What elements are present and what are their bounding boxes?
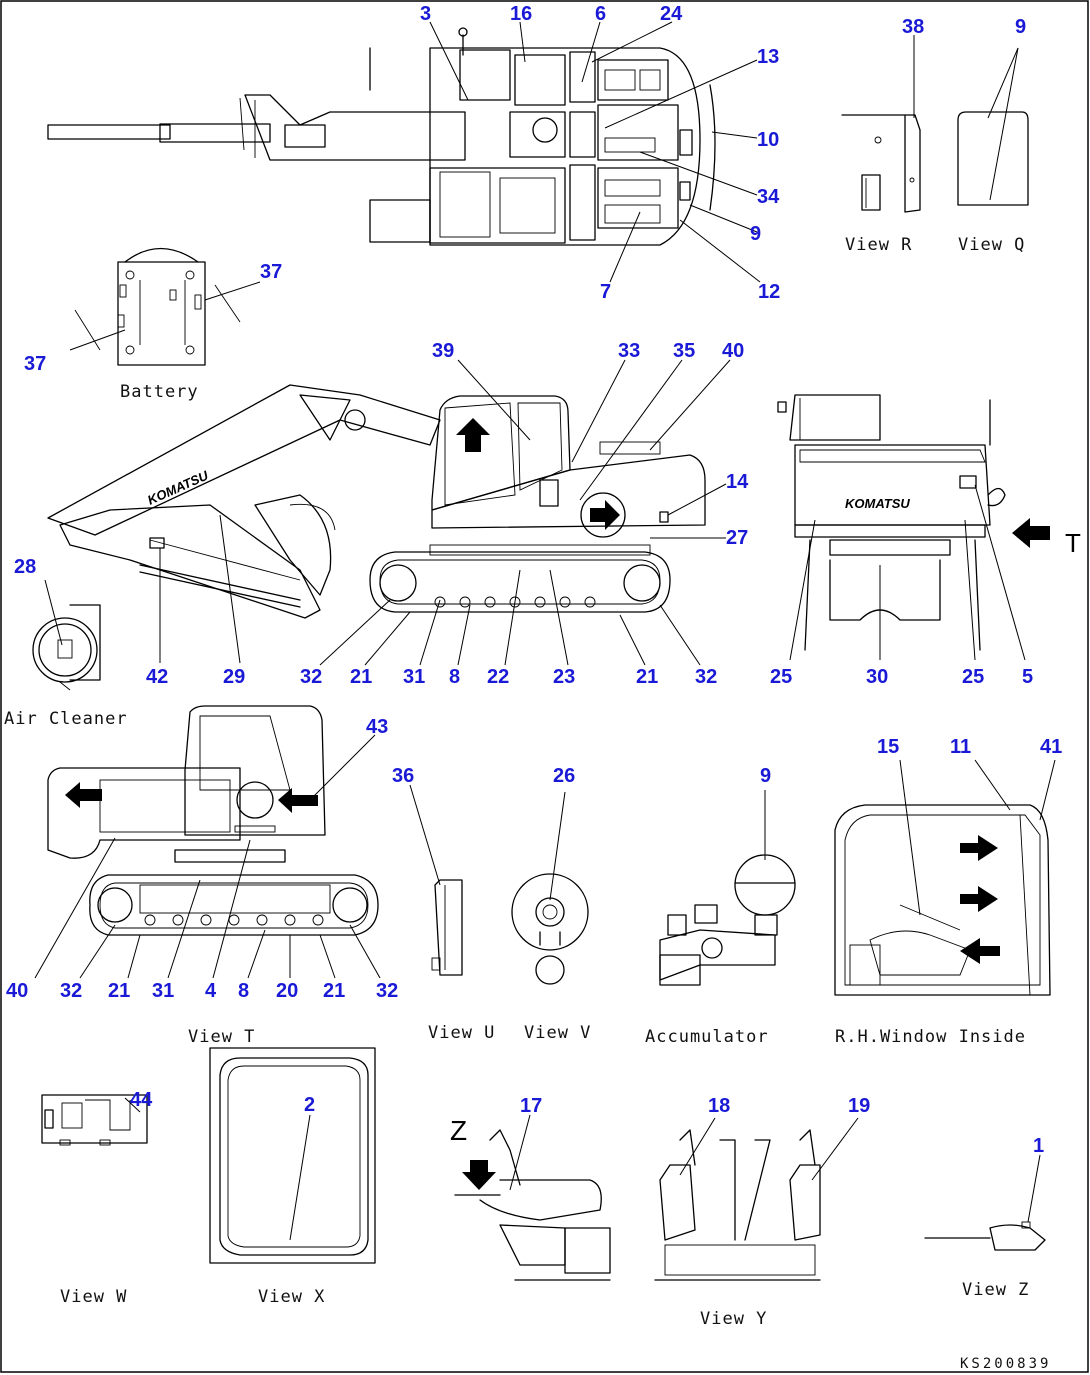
callout-8-side: 8 bbox=[449, 666, 460, 688]
callout-2: 2 bbox=[304, 1094, 315, 1116]
callout-10: 10 bbox=[757, 129, 779, 151]
callout-32-side-right: 32 bbox=[695, 666, 717, 688]
callout-21-view-t-left: 21 bbox=[108, 980, 130, 1002]
callout-18: 18 bbox=[708, 1095, 730, 1117]
caption-view-z: View Z bbox=[962, 1280, 1029, 1300]
callout-31-side: 31 bbox=[403, 666, 425, 688]
callout-25-left: 25 bbox=[770, 666, 792, 688]
callout-28: 28 bbox=[14, 556, 36, 578]
callout-32-view-t-left: 32 bbox=[60, 980, 82, 1002]
boom-brand-text: KOMATSU bbox=[145, 467, 211, 507]
caption-view-t: View T bbox=[188, 1027, 255, 1047]
caption-view-r: View R bbox=[845, 235, 912, 255]
view-v-drawing bbox=[511, 791, 589, 985]
rh-window-drawing bbox=[834, 759, 1056, 996]
air-cleaner-drawing bbox=[32, 579, 101, 691]
view-captions: View R View Q Battery Air Cleaner View T… bbox=[4, 235, 1051, 1372]
callout-31-view-t: 31 bbox=[152, 980, 174, 1002]
callout-27: 27 bbox=[726, 527, 748, 549]
callout-32-view-t-right: 32 bbox=[376, 980, 398, 1002]
side-view-machine: KOMATSU bbox=[47, 384, 706, 619]
caption-view-y: View Y bbox=[700, 1309, 767, 1329]
callout-12: 12 bbox=[758, 281, 780, 303]
callout-36: 36 bbox=[392, 765, 414, 787]
callout-1: 1 bbox=[1033, 1135, 1044, 1157]
view-u-drawing bbox=[409, 784, 463, 976]
callout-9-accumulator: 9 bbox=[760, 765, 771, 787]
callout-19: 19 bbox=[848, 1095, 870, 1117]
callout-21-side-right: 21 bbox=[636, 666, 658, 688]
callout-33: 33 bbox=[618, 340, 640, 362]
view-letter-z-label: Z bbox=[450, 1115, 467, 1146]
callout-39: 39 bbox=[432, 340, 454, 362]
callout-17: 17 bbox=[520, 1095, 542, 1117]
callout-11: 11 bbox=[950, 736, 971, 758]
view-t-machine bbox=[47, 705, 379, 936]
caption-accumulator: Accumulator bbox=[645, 1027, 769, 1047]
caption-view-q: View Q bbox=[958, 235, 1025, 255]
top-view-leaders bbox=[429, 21, 761, 283]
callout-40-side: 40 bbox=[722, 340, 744, 362]
callout-40-view-t: 40 bbox=[6, 980, 28, 1002]
view-letter-t-label: T bbox=[1065, 528, 1081, 558]
callout-26: 26 bbox=[553, 765, 575, 787]
caption-rh-window-inside: R.H.Window Inside bbox=[835, 1027, 1026, 1047]
top-view-machine bbox=[47, 27, 716, 246]
callout-43: 43 bbox=[366, 716, 388, 738]
callout-14: 14 bbox=[726, 471, 749, 493]
callout-7: 7 bbox=[600, 281, 611, 303]
view-x-drawing bbox=[209, 1047, 376, 1264]
callout-42: 42 bbox=[146, 666, 168, 688]
callout-9-top: 9 bbox=[750, 223, 761, 245]
rear-view-machine: KOMATSU bbox=[777, 394, 1050, 661]
callout-4: 4 bbox=[205, 980, 217, 1002]
callout-6: 6 bbox=[595, 3, 606, 25]
view-w-drawing bbox=[41, 1094, 148, 1146]
callout-21-side-left: 21 bbox=[350, 666, 372, 688]
caption-view-w: View W bbox=[60, 1287, 127, 1307]
callout-22: 22 bbox=[487, 666, 509, 688]
view-z-seat-drawing bbox=[454, 1114, 611, 1281]
callout-20: 20 bbox=[276, 980, 298, 1002]
callout-32-side-left: 32 bbox=[300, 666, 322, 688]
callout-3: 3 bbox=[420, 3, 431, 25]
callout-30: 30 bbox=[866, 666, 888, 688]
callout-44: 44 bbox=[130, 1089, 153, 1111]
drawing-code: KS200839 bbox=[960, 1356, 1051, 1372]
view-q-drawing bbox=[957, 47, 1029, 206]
side-view-leaders bbox=[159, 359, 731, 666]
callout-21-view-t-right: 21 bbox=[323, 980, 345, 1002]
callout-25-right: 25 bbox=[962, 666, 984, 688]
callout-41: 41 bbox=[1040, 736, 1062, 758]
view-z-lever-drawing bbox=[924, 1154, 1046, 1251]
callout-35: 35 bbox=[673, 340, 695, 362]
caption-view-x: View X bbox=[258, 1287, 325, 1307]
callout-23: 23 bbox=[553, 666, 575, 688]
callout-37-left: 37 bbox=[24, 353, 46, 375]
caption-air-cleaner: Air Cleaner bbox=[4, 709, 128, 729]
callout-numbers: 3 16 6 24 13 10 34 9 7 12 38 9 37 37 39 … bbox=[6, 3, 1062, 1157]
callout-38: 38 bbox=[902, 16, 924, 38]
callout-16: 16 bbox=[510, 3, 532, 25]
callout-9-view-q: 9 bbox=[1015, 16, 1026, 38]
view-r-drawing bbox=[841, 35, 921, 213]
callout-15: 15 bbox=[877, 736, 899, 758]
callout-24: 24 bbox=[660, 3, 683, 25]
callout-13: 13 bbox=[757, 46, 779, 68]
rear-brand-text: KOMATSU bbox=[845, 496, 910, 511]
view-y-drawing bbox=[654, 1117, 859, 1281]
caption-view-v: View V bbox=[524, 1023, 591, 1043]
caption-view-u: View U bbox=[428, 1023, 495, 1043]
callout-8-view-t: 8 bbox=[238, 980, 249, 1002]
accumulator-drawing bbox=[659, 790, 796, 986]
caption-battery: Battery bbox=[120, 382, 199, 402]
callout-34: 34 bbox=[757, 186, 780, 208]
callout-5: 5 bbox=[1022, 666, 1033, 688]
view-t-leaders bbox=[34, 734, 381, 979]
callout-29: 29 bbox=[223, 666, 245, 688]
callout-37-right: 37 bbox=[260, 261, 282, 283]
battery-drawing bbox=[69, 247, 261, 366]
